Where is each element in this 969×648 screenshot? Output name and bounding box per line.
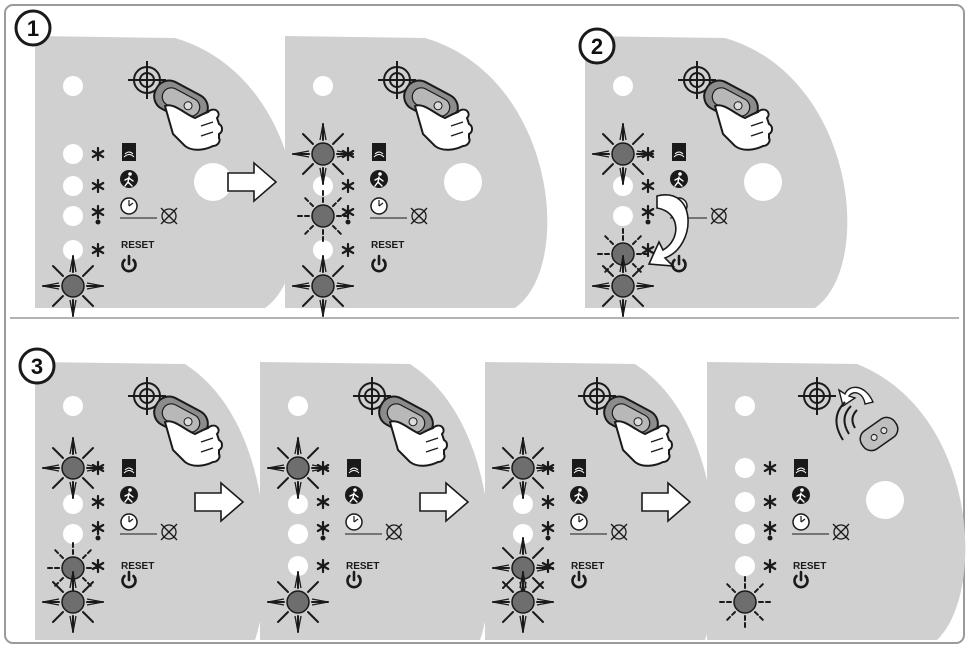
step-number: 3	[31, 354, 43, 379]
target-icon	[798, 377, 836, 415]
reset-label: RESET	[121, 561, 154, 572]
reset-label: RESET	[571, 561, 604, 572]
reset-label: RESET	[793, 561, 826, 572]
step-badge-3: 3	[18, 347, 56, 385]
panel-step3-d: RESET	[707, 362, 966, 640]
panel-step2	[585, 36, 848, 317]
step-number: 2	[591, 34, 603, 59]
curved-arrow-icon	[647, 194, 689, 267]
panel-step1-a: RESET	[35, 36, 298, 317]
radio-waves-icon	[835, 401, 858, 441]
panel-step3-b: RESET	[260, 362, 491, 640]
panel-step1-b: RESET	[285, 36, 548, 317]
reset-label: RESET	[121, 240, 154, 251]
panel-step3-c: RESET	[485, 362, 716, 640]
step-badge-1: 1	[14, 9, 52, 47]
curved-arrow-icon	[837, 386, 874, 408]
step-number: 1	[27, 16, 39, 41]
reset-label: RESET	[371, 240, 404, 251]
panel-step3-a: RESET	[35, 362, 266, 640]
step-badge-2: 2	[578, 27, 616, 65]
reset-label: RESET	[346, 561, 379, 572]
remote-control-icon	[859, 416, 899, 452]
